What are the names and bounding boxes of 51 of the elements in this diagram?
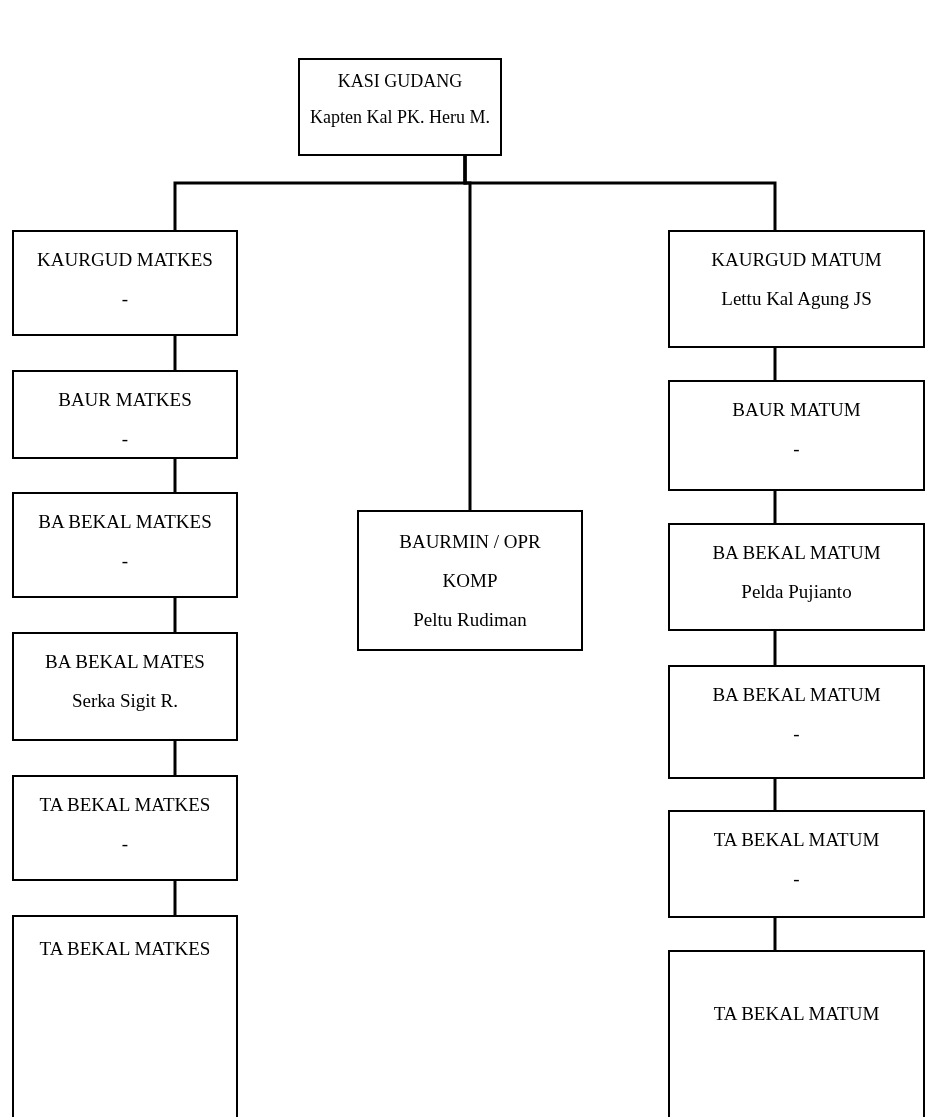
position-title: BAUR MATUM — [732, 398, 861, 422]
officer-name: - — [793, 437, 800, 461]
officer-name: Kapten Kal PK. Heru M. — [310, 106, 490, 129]
position-title: BAUR MATKES — [58, 388, 192, 412]
connector-line — [773, 348, 777, 380]
officer-name: - — [121, 832, 129, 856]
org-box — [668, 810, 925, 918]
org-box — [298, 58, 502, 156]
position-title: BAURMIN / OPR KOMP — [398, 530, 542, 593]
position-title: TA BEKAL MATKES — [39, 793, 211, 817]
connector-line — [173, 741, 177, 775]
org-box — [668, 230, 925, 348]
position-title: TA BEKAL MATUM — [713, 1002, 880, 1026]
position-title: KAURGUD MATUM — [711, 248, 882, 272]
position-title: BA BEKAL MATUM — [712, 541, 881, 565]
position-title: KASI GUDANG — [337, 70, 463, 93]
position-title: BA BEKAL MATKES — [38, 510, 212, 534]
org-box — [357, 510, 583, 651]
position-title: BA BEKAL MATES — [45, 650, 205, 674]
org-box — [12, 915, 238, 1117]
org-box — [668, 380, 925, 491]
connector-line — [173, 336, 177, 370]
position-title: BA BEKAL MATUM — [712, 683, 881, 707]
org-box — [12, 230, 238, 336]
officer-name: - — [793, 867, 800, 891]
officer-name: Serka Sigit R. — [71, 689, 179, 713]
officer-name: - — [793, 722, 800, 746]
officer-name: Lettu Kal Agung JS — [721, 287, 872, 311]
connector-line — [773, 631, 777, 665]
org-box — [668, 950, 925, 1117]
org-box — [12, 492, 238, 598]
connector-line — [173, 598, 177, 632]
connector-line — [463, 156, 777, 230]
position-title: TA BEKAL MATUM — [713, 828, 880, 852]
org-box — [668, 523, 925, 631]
connector-line — [773, 918, 777, 950]
connector-line — [173, 459, 177, 492]
position-title: TA BEKAL MATKES — [39, 937, 211, 961]
officer-name: - — [121, 287, 129, 311]
org-box — [12, 632, 238, 741]
connector-line — [173, 881, 177, 915]
position-title: KAURGUD MATKES — [37, 248, 213, 272]
officer-name: Pelda Pujianto — [741, 580, 852, 604]
officer-name: - — [121, 549, 129, 573]
org-box — [12, 370, 238, 459]
connector-line — [773, 779, 777, 810]
org-box — [668, 665, 925, 779]
officer-name: Peltu Rudiman — [413, 608, 527, 632]
connector-line — [773, 491, 777, 523]
officer-name: - — [121, 427, 129, 451]
org-box — [12, 775, 238, 881]
